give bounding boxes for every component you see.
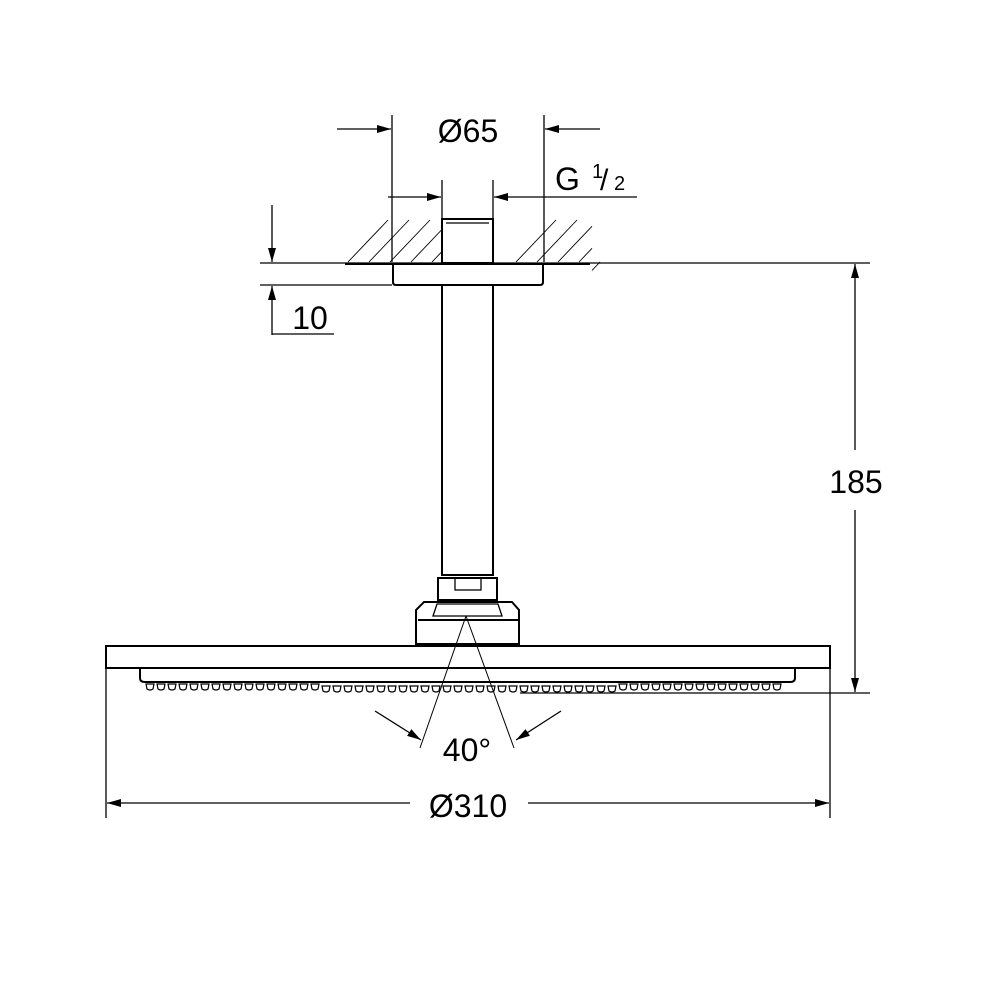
thread-stub: [441, 218, 494, 264]
head-diameter-label: Ø310: [429, 788, 507, 824]
nozzle: [299, 683, 309, 691]
hatch-line: [557, 225, 593, 263]
nozzle: [464, 685, 474, 693]
nozzle: [695, 683, 705, 691]
ceiling-flange: [392, 263, 544, 286]
nozzle: [574, 685, 584, 693]
hatch-line: [368, 219, 410, 263]
nozzle: [497, 685, 507, 693]
nozzle: [277, 683, 287, 691]
nozzle: [662, 683, 672, 691]
nozzle: [189, 683, 199, 691]
nozzle: [354, 685, 364, 693]
nozzle: [640, 683, 650, 691]
nozzle: [156, 683, 166, 691]
nozzle: [321, 685, 331, 693]
mount-diameter-label: Ø65: [438, 113, 498, 149]
nozzle: [244, 683, 254, 691]
nozzle: [409, 685, 419, 693]
flange-height-label: 10: [292, 300, 328, 336]
hatch-line: [578, 248, 593, 263]
nozzle: [475, 685, 485, 693]
nozzle: [387, 685, 397, 693]
nozzle: [706, 683, 716, 691]
ball-joint: [415, 601, 520, 645]
nozzles: [145, 683, 782, 693]
nozzle: [211, 683, 221, 691]
hatch-line: [515, 219, 557, 263]
nozzle: [453, 685, 463, 693]
fraction-slash: /: [600, 164, 609, 197]
nozzle: [585, 685, 595, 693]
nozzle: [420, 685, 430, 693]
nozzle: [563, 685, 573, 693]
nut: [437, 577, 498, 601]
nozzle: [310, 683, 320, 691]
total-height-label: 185: [829, 464, 882, 500]
shower-arm: [441, 284, 494, 576]
nozzle: [255, 683, 265, 691]
spray-angle-label: 40°: [443, 732, 491, 768]
nozzle: [332, 685, 342, 693]
nozzle: [288, 683, 298, 691]
nozzle: [673, 683, 683, 691]
hatch-line: [389, 219, 431, 263]
nozzle: [629, 683, 639, 691]
nozzle: [530, 685, 540, 693]
shower-disc: [105, 645, 831, 669]
nozzle: [266, 683, 276, 691]
nozzle: [772, 683, 782, 691]
nozzle: [739, 683, 749, 691]
thread-size-label: G 1 / 2: [555, 161, 625, 197]
nozzle: [596, 685, 606, 693]
nozzle: [684, 683, 694, 691]
thread-letter: G: [555, 161, 580, 197]
nozzle: [200, 683, 210, 691]
nozzle: [233, 683, 243, 691]
angle-arrow-right: [515, 710, 562, 741]
nozzle: [365, 685, 375, 693]
nozzle: [607, 685, 617, 693]
nozzle: [343, 685, 353, 693]
nozzle: [398, 685, 408, 693]
hatch-line: [347, 219, 389, 263]
nozzle: [717, 683, 727, 691]
thread-numerator: 1: [592, 161, 603, 183]
nozzle: [508, 685, 518, 693]
nozzle: [618, 683, 628, 691]
nozzle: [750, 683, 760, 691]
angle-arrow-left: [374, 710, 422, 741]
nozzle: [728, 683, 738, 691]
thread-denominator: 2: [614, 173, 625, 195]
nozzle: [431, 685, 441, 693]
nozzle: [541, 685, 551, 693]
hatch-line: [536, 219, 578, 263]
nozzle: [442, 685, 452, 693]
nozzle: [167, 683, 177, 691]
nozzle: [222, 683, 232, 691]
nozzle: [376, 685, 386, 693]
nozzle: [178, 683, 188, 691]
nozzle: [761, 683, 771, 691]
nozzle: [519, 685, 529, 693]
nozzle: [651, 683, 661, 691]
spray-plate: [139, 667, 796, 683]
nozzle: [145, 683, 155, 691]
nozzle: [552, 685, 562, 693]
